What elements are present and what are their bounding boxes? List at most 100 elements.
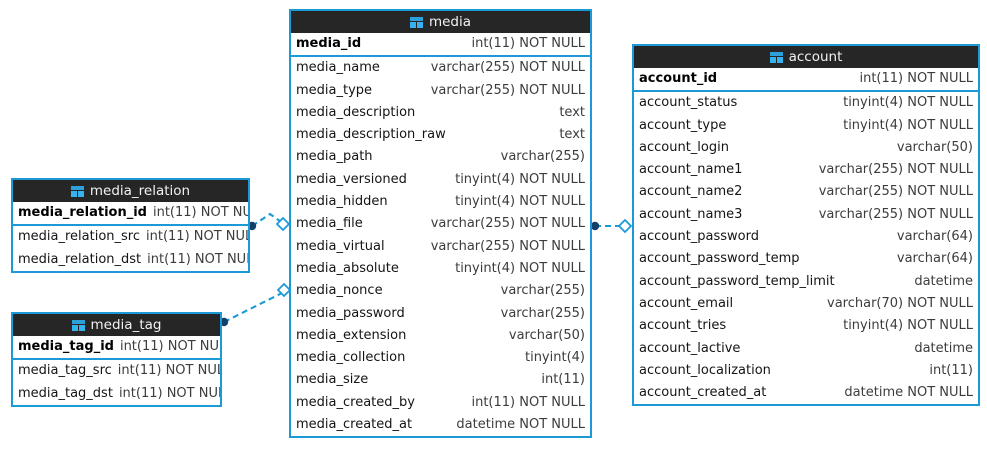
attribute-name: account_created_at	[639, 385, 767, 401]
attribute-name: account_name3	[639, 206, 743, 222]
entity-media_tag[interactable]: media_tag media_tag_id int(11) NOT NULL …	[11, 312, 222, 407]
entity-media_relation-attributes: media_relation_src int(11) NOT NULL media…	[13, 226, 248, 271]
attribute-type: int(11) NOT NULL	[152, 205, 248, 220]
entity-account[interactable]: account account_id int(11) NOT NULL acco…	[632, 44, 980, 407]
table-icon	[71, 319, 85, 331]
attribute-name: media_tag_src	[18, 363, 112, 379]
attribute-name: account_localization	[639, 362, 771, 378]
attribute-row[interactable]: account_password_temp varchar(64)	[634, 248, 978, 270]
attribute-row[interactable]: media_tag_id int(11) NOT NULL	[13, 336, 220, 358]
attribute-name: account_password_temp	[639, 251, 800, 267]
entity-account-header: account	[634, 46, 978, 68]
attribute-name: media_versioned	[296, 171, 407, 187]
attribute-type: varchar(255) NOT NULL	[430, 82, 585, 98]
entity-media-title: media	[428, 14, 472, 30]
attribute-row[interactable]: account_id int(11) NOT NULL	[634, 68, 978, 90]
entity-media_tag-primary-key-block: media_tag_id int(11) NOT NULL	[13, 336, 220, 361]
attribute-type: text	[559, 104, 585, 120]
attribute-name: media_absolute	[296, 260, 399, 276]
attribute-type: varchar(255) NOT NULL	[430, 216, 585, 232]
attribute-type: int(11)	[541, 372, 585, 388]
attribute-name: media_relation_src	[18, 229, 141, 245]
attribute-type: varchar(255) NOT NULL	[818, 184, 973, 200]
attribute-name: media_id	[296, 36, 362, 51]
attribute-type: varchar(255) NOT NULL	[818, 162, 973, 178]
attribute-type: varchar(50)	[896, 139, 973, 155]
attribute-name: media_tag_id	[18, 339, 114, 354]
attribute-type: int(11) NOT NULL	[118, 385, 220, 401]
attribute-row[interactable]: account_login varchar(50)	[634, 137, 978, 159]
entity-media_relation-header: media_relation	[13, 180, 248, 202]
attribute-name: account_type	[639, 117, 727, 133]
attribute-name: media_created_by	[296, 394, 415, 410]
attribute-name: account_password_temp_limit	[639, 273, 835, 289]
attribute-name: account_id	[639, 71, 718, 86]
entity-media_relation-title: media_relation	[89, 183, 191, 199]
attribute-type: int(11) NOT NULL	[471, 36, 585, 51]
attribute-name: account_login	[639, 139, 729, 155]
relationship-line	[251, 212, 285, 227]
attribute-type: int(11)	[929, 362, 973, 378]
attribute-name: media_hidden	[296, 194, 388, 210]
attribute-type: varchar(64)	[896, 229, 973, 245]
attribute-name: media_name	[296, 60, 380, 76]
attribute-row[interactable]: media_created_at datetime NOT NULL	[291, 414, 590, 436]
attribute-name: media_created_at	[296, 417, 413, 433]
attribute-type: varchar(255) NOT NULL	[430, 238, 585, 254]
attribute-type: datetime NOT NULL	[456, 417, 585, 433]
attribute-type: tinyint(4) NOT NULL	[843, 117, 973, 133]
attribute-row[interactable]: account_password_temp_limit datetime	[634, 271, 978, 293]
attribute-name: media_relation_id	[18, 205, 147, 220]
attribute-name: account_lactive	[639, 340, 741, 356]
entity-account-title: account	[788, 49, 843, 65]
attribute-name: account_tries	[639, 318, 727, 334]
attribute-type: varchar(50)	[508, 327, 585, 343]
entity-media-primary-key-block: media_id int(11) NOT NULL	[291, 33, 590, 58]
attribute-row[interactable]: media_extension varchar(50)	[291, 325, 590, 347]
attribute-row[interactable]: media_relation_id int(11) NOT NULL	[13, 202, 248, 224]
attribute-type: datetime	[914, 273, 973, 289]
attribute-row[interactable]: media_id int(11) NOT NULL	[291, 33, 590, 55]
attribute-row[interactable]: account_localization int(11)	[634, 360, 978, 382]
entity-media_relation[interactable]: media_relation media_relation_id int(11)…	[11, 178, 250, 273]
attribute-type: varchar(255)	[500, 283, 585, 299]
attribute-type: int(11) NOT NULL	[147, 251, 248, 267]
attribute-row[interactable]: media_name varchar(255) NOT NULL	[291, 57, 590, 79]
attribute-type: int(11) NOT NULL	[146, 229, 248, 245]
entity-media[interactable]: media media_id int(11) NOT NULL media_na…	[289, 9, 592, 439]
attribute-name: media_extension	[296, 327, 407, 343]
filled-circle-marker	[590, 221, 600, 231]
attribute-row[interactable]: account_password varchar(64)	[634, 226, 978, 248]
attribute-row[interactable]: account_type tinyint(4) NOT NULL	[634, 115, 978, 137]
attribute-type: varchar(64)	[896, 251, 973, 267]
attribute-type: varchar(255) NOT NULL	[430, 60, 585, 76]
relationship-media_tag-media	[219, 282, 292, 327]
attribute-name: account_password	[639, 229, 760, 245]
attribute-row[interactable]: media_relation_src int(11) NOT NULL	[13, 226, 248, 248]
